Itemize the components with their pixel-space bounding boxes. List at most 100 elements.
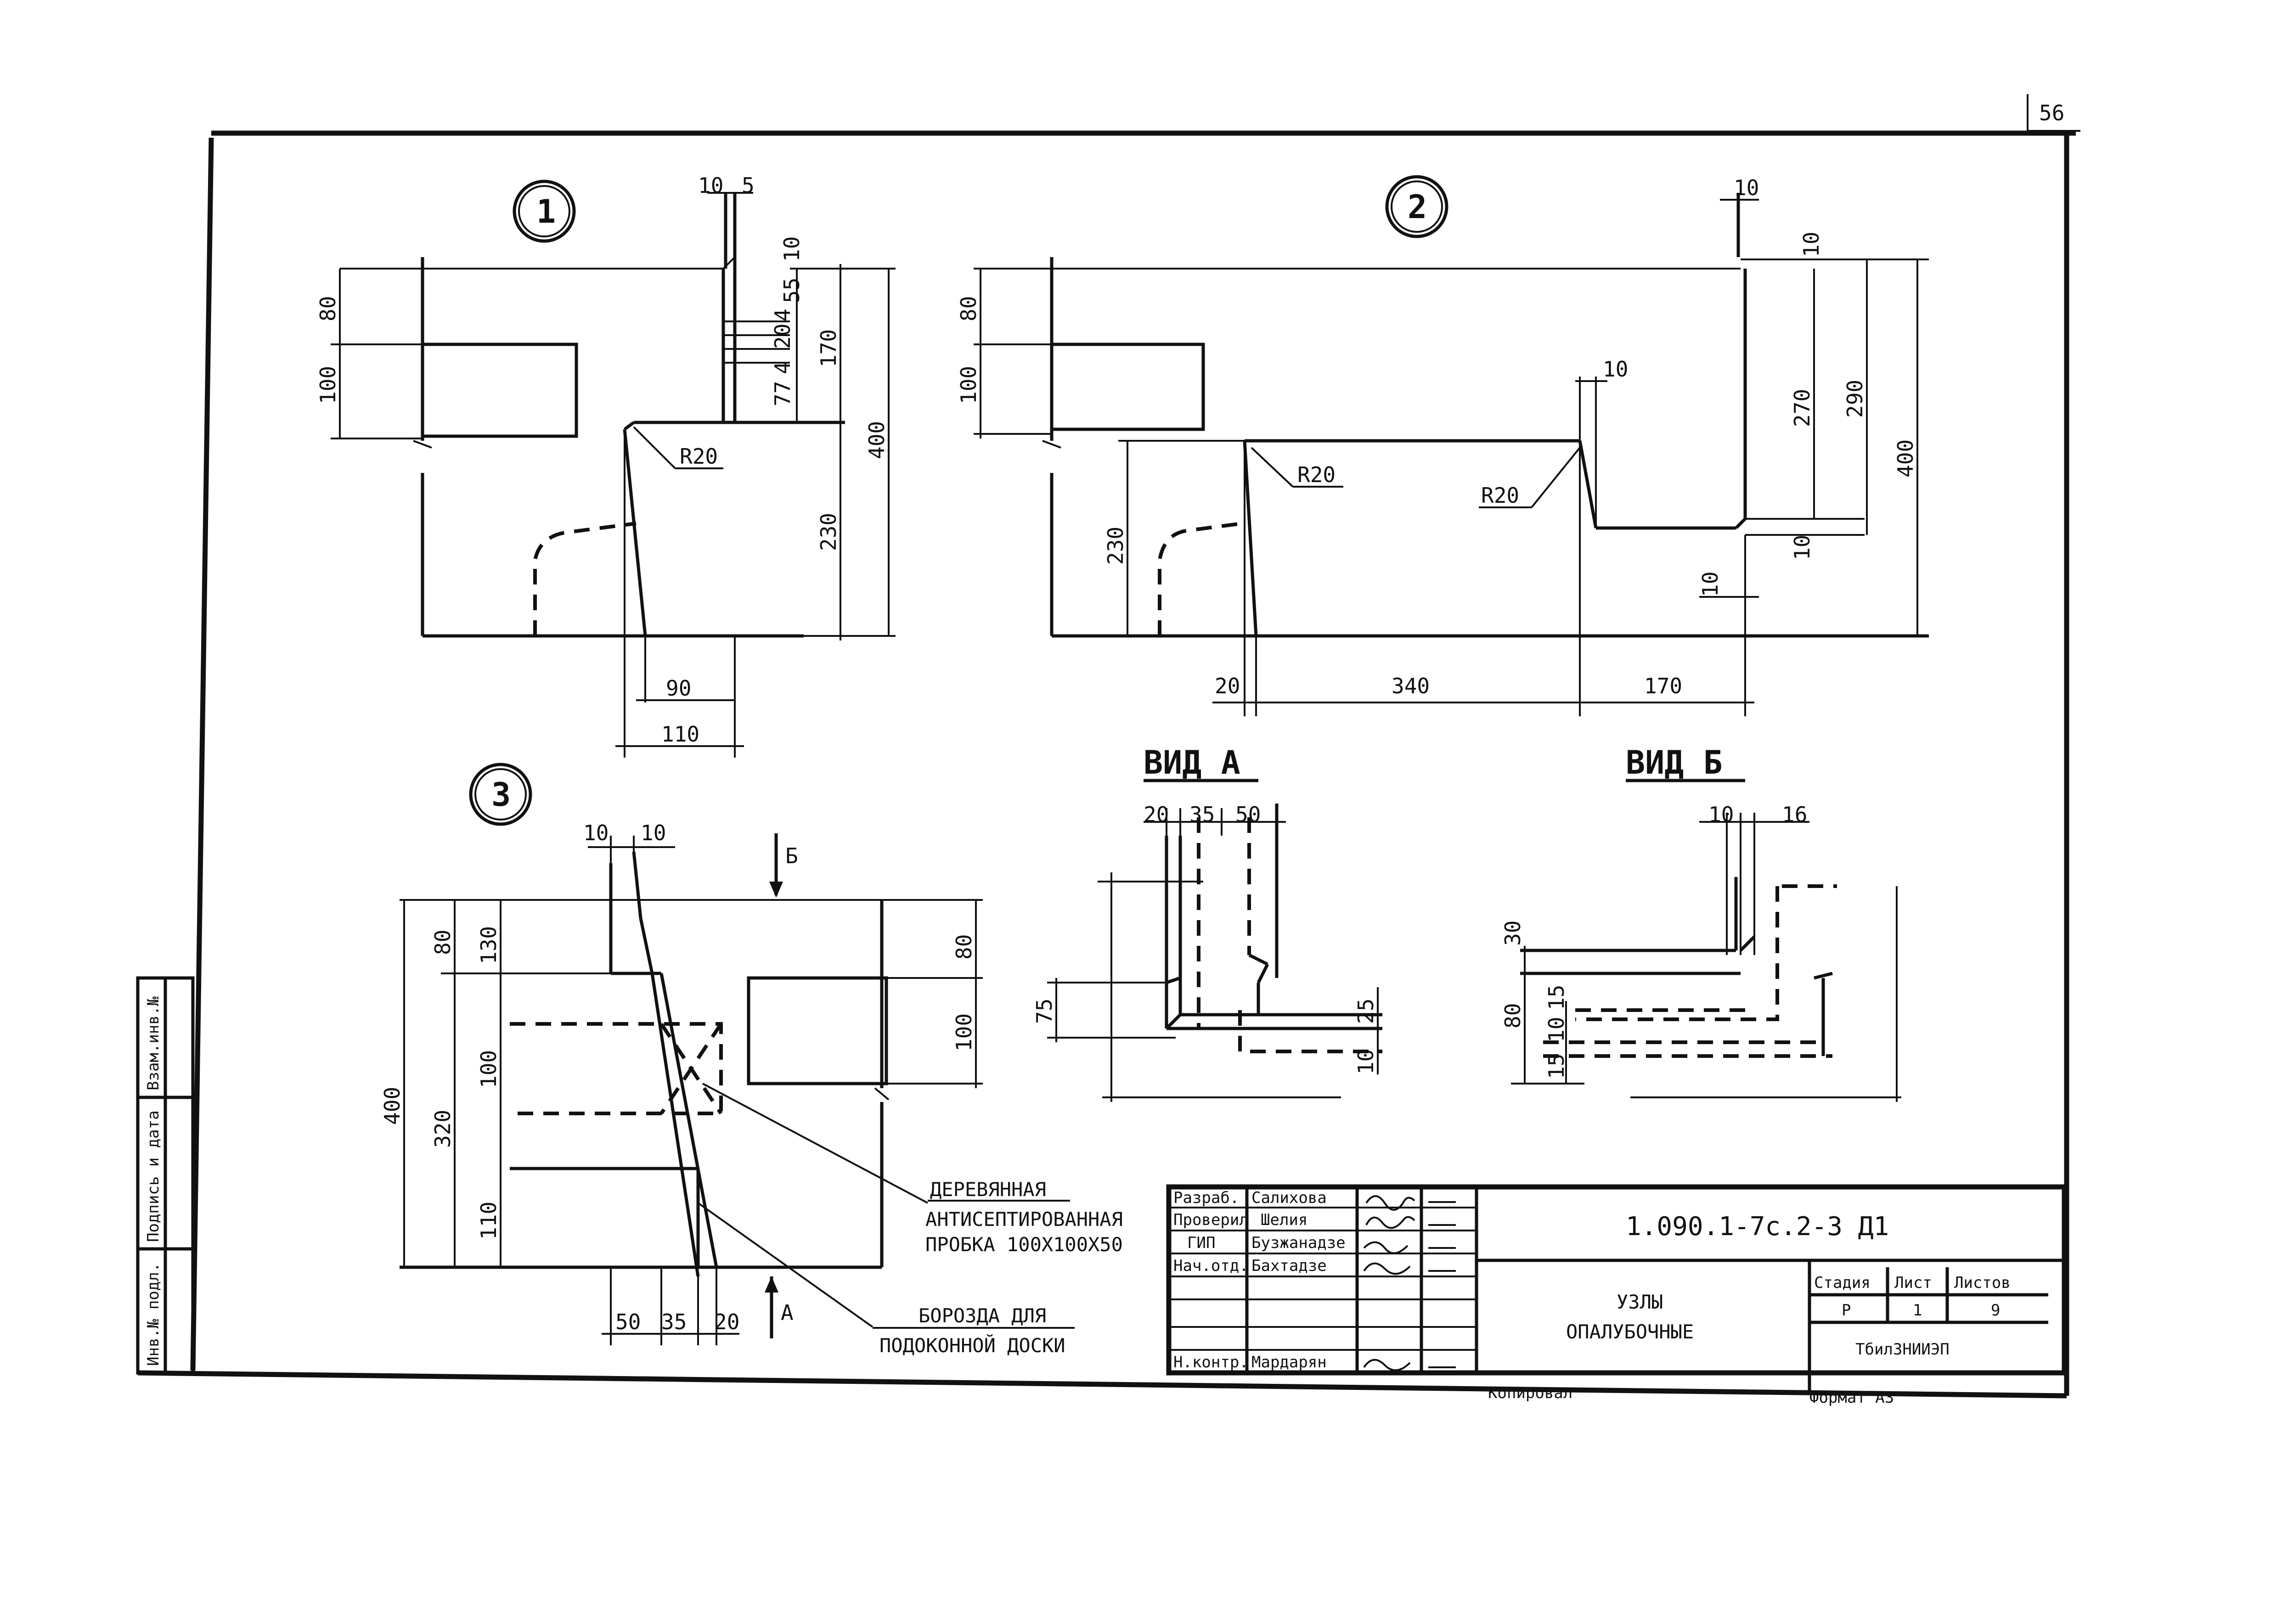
node-3-drawing: 3 400 80 320 130 100 110 80 100 <box>380 763 983 1345</box>
groove-note-2: ПОДОКОННОЙ ДОСКИ <box>879 1334 1065 1357</box>
title-line-2: ОПАЛУБОЧНЫЕ <box>1566 1321 1694 1343</box>
n3-dim-35: 35 <box>661 1309 687 1334</box>
n1-dim-170: 170 <box>816 329 841 367</box>
vb-dim-16: 16 <box>1782 802 1807 827</box>
n3-dim-80b: 80 <box>952 934 976 960</box>
n2-dim-10b: 10 <box>1799 232 1824 257</box>
n1-dim-77: 77 <box>770 381 795 406</box>
n3-dim-20: 20 <box>714 1309 739 1334</box>
sheets-value: 9 <box>1991 1301 2000 1320</box>
n1-dim-55: 55 <box>779 278 804 303</box>
callout-notes: ДЕРЕВЯННАЯ АНТИСЕПТИРОВАННАЯ ПРОБКА 100Х… <box>873 1178 1123 1357</box>
tb-name-3: Бузжанадзе <box>1251 1234 1346 1252</box>
n3-dim-110: 110 <box>476 1202 501 1240</box>
sheet-value: 1 <box>1913 1301 1922 1320</box>
n1-dim-110: 110 <box>661 722 699 747</box>
sheet-header: Лист <box>1894 1274 1932 1292</box>
view-a-drawing: ВИД А 75 20 35 50 25 10 <box>1032 744 1382 1102</box>
n1-dim-400: 400 <box>864 421 889 459</box>
n2-dim-170: 170 <box>1644 674 1682 698</box>
n2-dim-10d: 10 <box>1603 357 1628 382</box>
vb-dim-10: 10 <box>1708 802 1734 827</box>
view-b-title: ВИД Б <box>1626 744 1723 781</box>
va-dim-20: 20 <box>1144 802 1169 827</box>
format-label: Формат А3 <box>1809 1388 1894 1407</box>
node-2-number: 2 <box>1408 188 1427 226</box>
node-1-number: 1 <box>536 193 556 230</box>
n2-dim-400: 400 <box>1893 439 1918 478</box>
n2-dim-20: 20 <box>1215 674 1240 698</box>
arrow-a-label: А <box>781 1300 794 1325</box>
groove-note-1: БОРОЗДА ДЛЯ <box>919 1304 1046 1327</box>
n1-dim-4b: 4 <box>770 361 795 374</box>
va-dim-25: 25 <box>1353 999 1378 1024</box>
n1-radius-label: R20 <box>680 444 718 469</box>
n3-dim-10: 10 <box>583 820 609 845</box>
n2-dim-290: 290 <box>1843 380 1867 418</box>
doc-code: 1.090.1-7с.2-3 Д1 <box>1626 1212 1889 1242</box>
tb-name-4: Бахтадзе <box>1251 1257 1327 1275</box>
tb-role-4: Нач.отд. <box>1173 1257 1249 1275</box>
tb-role-1: Разраб. <box>1173 1189 1239 1207</box>
stamp-replace-label: Взам.инв.№ <box>144 996 163 1090</box>
sheet-frame <box>137 94 2080 1399</box>
stage-value: Р <box>1842 1301 1851 1320</box>
va-dim-75: 75 <box>1032 999 1057 1024</box>
n1-dim-10b: 10 <box>779 236 804 262</box>
n3-dim-50: 50 <box>615 1309 641 1334</box>
stamp-sign-label: Подпись и дата <box>144 1110 163 1242</box>
copied-label: Копировал <box>1488 1384 1572 1402</box>
n2-dim-230: 230 <box>1103 527 1128 565</box>
n3-dim-80: 80 <box>430 930 455 955</box>
vb-dim-10b: 10 <box>1544 1017 1569 1042</box>
n3-dim-100: 100 <box>476 1050 501 1088</box>
n2-radius-left-label: R20 <box>1297 462 1336 487</box>
vb-dim-30: 30 <box>1500 921 1525 946</box>
node-3-number: 3 <box>491 776 511 814</box>
tb-name-7: Мардарян <box>1251 1353 1327 1371</box>
plug-note-3: ПРОБКА 100Х100Х50 <box>925 1233 1123 1256</box>
n2-dim-80: 80 <box>956 296 981 321</box>
n2-dim-270: 270 <box>1790 389 1815 427</box>
n2-radius-right-label: R20 <box>1481 483 1519 508</box>
stamp-inv-label: Инв.№ подл. <box>144 1263 163 1366</box>
n3-dim-130: 130 <box>476 926 501 964</box>
n3-dim-10b: 10 <box>641 820 666 845</box>
tb-name-2: Шелия <box>1261 1211 1307 1229</box>
n1-dim-230: 230 <box>816 513 841 551</box>
n3-dim-100b: 100 <box>952 1013 976 1051</box>
n1-dim-100: 100 <box>316 366 340 404</box>
organization: ТбилЗНИИЭП <box>1855 1340 1950 1359</box>
va-dim-10: 10 <box>1353 1049 1378 1074</box>
va-dim-35: 35 <box>1189 802 1215 827</box>
plug-note-1: ДЕРЕВЯННАЯ <box>930 1178 1046 1201</box>
n1-dim-20: 20 <box>770 324 795 349</box>
n2-dim-10e: 10 <box>1698 572 1723 597</box>
node-2-drawing: 2 80 100 10 270 290 400 10 10 <box>956 175 1929 716</box>
vb-dim-15a: 15 <box>1544 985 1569 1010</box>
sheets-header: Листов <box>1954 1274 2011 1292</box>
node-1-drawing: 1 80 100 10 55 4 <box>316 173 896 758</box>
tb-role-3: ГИП <box>1187 1234 1215 1252</box>
plug-note-2: АНТИСЕПТИРОВАННАЯ <box>925 1208 1123 1231</box>
arrow-b-label: Б <box>785 843 798 868</box>
tb-role-7: Н.контр. <box>1173 1353 1249 1371</box>
n2-dim-10c: 10 <box>1790 535 1815 560</box>
side-stamp: Инв.№ подл. Подпись и дата Взам.инв.№ <box>136 976 195 1375</box>
va-dim-50: 50 <box>1235 802 1261 827</box>
vb-dim-15b: 15 <box>1544 1054 1569 1079</box>
n3-dim-400: 400 <box>380 1087 405 1125</box>
n1-dim-4a: 4 <box>770 309 795 321</box>
view-a-title: ВИД А <box>1144 744 1240 781</box>
n2-dim-100: 100 <box>956 366 981 404</box>
n1-dim-80: 80 <box>316 296 340 321</box>
n1-dim-90: 90 <box>666 676 691 701</box>
sheet-number: 56 <box>2039 101 2064 125</box>
tb-role-2: Проверил <box>1173 1211 1249 1229</box>
n1-dim-10: 10 <box>698 173 723 198</box>
title-block: Разраб. Салихова Проверил Шелия ГИП Бузж… <box>1166 1184 2067 1407</box>
n3-dim-320: 320 <box>430 1110 455 1148</box>
n1-dim-5: 5 <box>742 173 755 198</box>
n2-dim-340: 340 <box>1392 674 1430 698</box>
